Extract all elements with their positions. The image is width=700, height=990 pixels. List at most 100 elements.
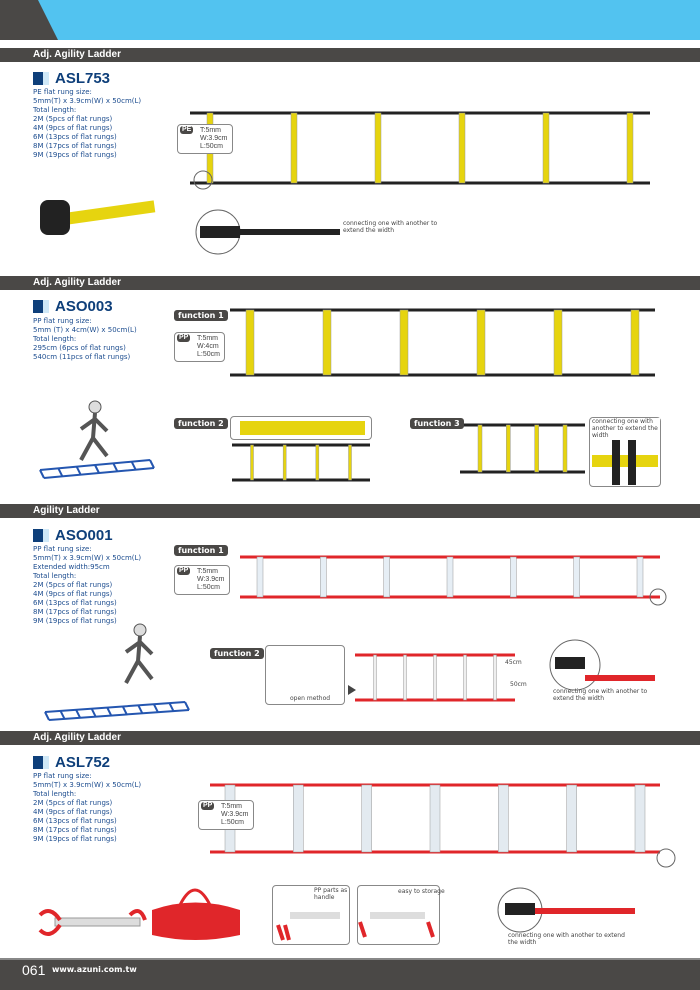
product-code: ASO003 bbox=[33, 298, 113, 315]
spec-line: 4M (9pcs of flat rungs) bbox=[33, 124, 113, 132]
function-2-label: function 2 bbox=[210, 648, 264, 659]
section-title: Adj. Agility Ladder bbox=[0, 276, 700, 290]
buckle bbox=[505, 903, 535, 915]
connector-strap bbox=[628, 440, 636, 485]
buckle bbox=[555, 657, 585, 669]
ladder-aso003-rung bbox=[399, 309, 409, 376]
spec-line: 6M (13pcs of flat rungs) bbox=[33, 817, 117, 825]
material-badge: PP bbox=[177, 334, 191, 342]
spec-line: 2M (5pcs of flat rungs) bbox=[33, 581, 113, 589]
callout-line: T:5mm bbox=[221, 803, 242, 810]
callout-line: T:5mm bbox=[200, 127, 221, 134]
ladder-function2-rung bbox=[250, 444, 254, 481]
zoom-circle bbox=[656, 848, 676, 868]
ladder-function3-rung bbox=[477, 424, 483, 473]
floor-ladder bbox=[75, 709, 82, 719]
floor-ladder bbox=[152, 703, 159, 713]
spec-line: 8M (17pcs of flat rungs) bbox=[33, 826, 117, 834]
arrow-icon bbox=[348, 685, 356, 695]
header-band bbox=[0, 0, 700, 40]
ladder-function2-rung bbox=[348, 444, 352, 481]
ladder-asl752-rung bbox=[293, 784, 304, 853]
product-code: ASL753 bbox=[33, 70, 110, 87]
ladder-aso003-rung bbox=[476, 309, 486, 376]
red-straps bbox=[38, 909, 147, 936]
handle-note: PP parts as handle bbox=[314, 887, 348, 901]
buckle bbox=[200, 226, 240, 238]
function-1-label: function 1 bbox=[174, 545, 228, 556]
storage-note: easy to storage bbox=[398, 888, 445, 895]
section-title: Agility Ladder bbox=[0, 504, 700, 518]
floor-ladder bbox=[106, 707, 113, 717]
spec-list: PP flat rung size:5mm(T) x 3.9cm(W) x 50… bbox=[33, 772, 141, 844]
spec-line: 5mm(T) x 3.9cm(W) x 50cm(L) bbox=[33, 554, 142, 562]
spec-line: 4M (9pcs of flat rungs) bbox=[33, 590, 113, 598]
material-badge: PP bbox=[177, 567, 191, 575]
floor-ladder bbox=[90, 708, 97, 718]
spec-line: 9M (19pcs of flat rungs) bbox=[33, 151, 117, 159]
ladder-asl752-rung bbox=[498, 784, 509, 853]
ladder-asl752-rung bbox=[566, 784, 577, 853]
floor-ladder bbox=[130, 461, 137, 471]
spec-line: PP flat rung size: bbox=[33, 772, 92, 780]
function-3-label: function 3 bbox=[410, 418, 464, 429]
connect-note: connecting one with another to extend th… bbox=[553, 688, 648, 702]
function-2-detail bbox=[230, 416, 372, 440]
spec-line: 295cm (6pcs of flat rungs) bbox=[33, 344, 126, 352]
spec-line: 8M (17pcs of flat rungs) bbox=[33, 142, 117, 150]
spec-line: Total length: bbox=[33, 335, 77, 343]
handle-part bbox=[290, 912, 340, 919]
code-marker bbox=[33, 756, 49, 769]
spec-line: 4M (9pcs of flat rungs) bbox=[33, 808, 113, 816]
ladder-extended-rung bbox=[463, 654, 467, 701]
ladder-function3-rung bbox=[534, 424, 539, 473]
callout-line: L:50cm bbox=[200, 143, 223, 150]
connector-rung bbox=[592, 455, 658, 467]
open-method-image bbox=[265, 645, 345, 705]
function-2-label: function 2 bbox=[174, 418, 228, 429]
website-link[interactable]: www.azuni.com.tw bbox=[52, 965, 137, 974]
spec-line: 5mm (T) x 4cm(W) x 50cm(L) bbox=[33, 326, 137, 334]
ladder-asl753-rung bbox=[374, 112, 382, 184]
spec-line: 9M (19pcs of flat rungs) bbox=[33, 617, 117, 625]
ladder-function3-rung bbox=[562, 424, 568, 473]
material-badge: PP bbox=[201, 802, 215, 810]
material-badge: PE bbox=[180, 126, 194, 134]
floor-ladder bbox=[137, 704, 144, 714]
dimension-45: 45cm bbox=[505, 659, 522, 666]
floor-ladder bbox=[112, 462, 119, 472]
ladder-asl752-rung bbox=[429, 784, 441, 853]
product-code-text: ASL753 bbox=[55, 70, 111, 87]
spec-line: 5mm(T) x 3.9cm(W) x 50cm(L) bbox=[33, 781, 142, 789]
spec-line: PP flat rung size: bbox=[33, 317, 92, 325]
runner-figure bbox=[124, 635, 154, 684]
connector-zoom bbox=[589, 417, 661, 487]
bundled-ladder bbox=[44, 200, 156, 228]
product-code-text: ASO003 bbox=[55, 298, 113, 315]
spec-list: PP flat rung size:5mm(T) x 3.9cm(W) x 50… bbox=[33, 545, 141, 626]
strap bbox=[585, 675, 655, 681]
spec-line: 6M (13pcs of flat rungs) bbox=[33, 133, 117, 141]
connect-note: connecting one with another to extend th… bbox=[592, 418, 660, 439]
spec-line: 6M (13pcs of flat rungs) bbox=[33, 599, 117, 607]
spec-line: Total length: bbox=[33, 572, 77, 580]
ladder-aso001-rung bbox=[383, 556, 390, 598]
spec-line: Total length: bbox=[33, 790, 77, 798]
floor-ladder bbox=[75, 466, 82, 476]
section-title: Adj. Agility Ladder bbox=[0, 731, 700, 745]
product-code-text: ASL752 bbox=[55, 754, 111, 771]
ladder-aso001-rung bbox=[636, 556, 644, 598]
floor-ladder bbox=[57, 467, 64, 477]
runner-figure bbox=[88, 400, 102, 414]
ladder-aso001-rung bbox=[510, 556, 517, 598]
spec-line: 9M (19pcs of flat rungs) bbox=[33, 835, 117, 843]
callout-line: W:4cm bbox=[197, 343, 219, 350]
floor-ladder bbox=[39, 469, 45, 479]
strap-bundle bbox=[40, 200, 70, 235]
spec-line: Extended width:95cm bbox=[33, 563, 110, 571]
ladder-aso001-rung bbox=[256, 556, 264, 598]
page-number: 061 bbox=[22, 962, 46, 978]
